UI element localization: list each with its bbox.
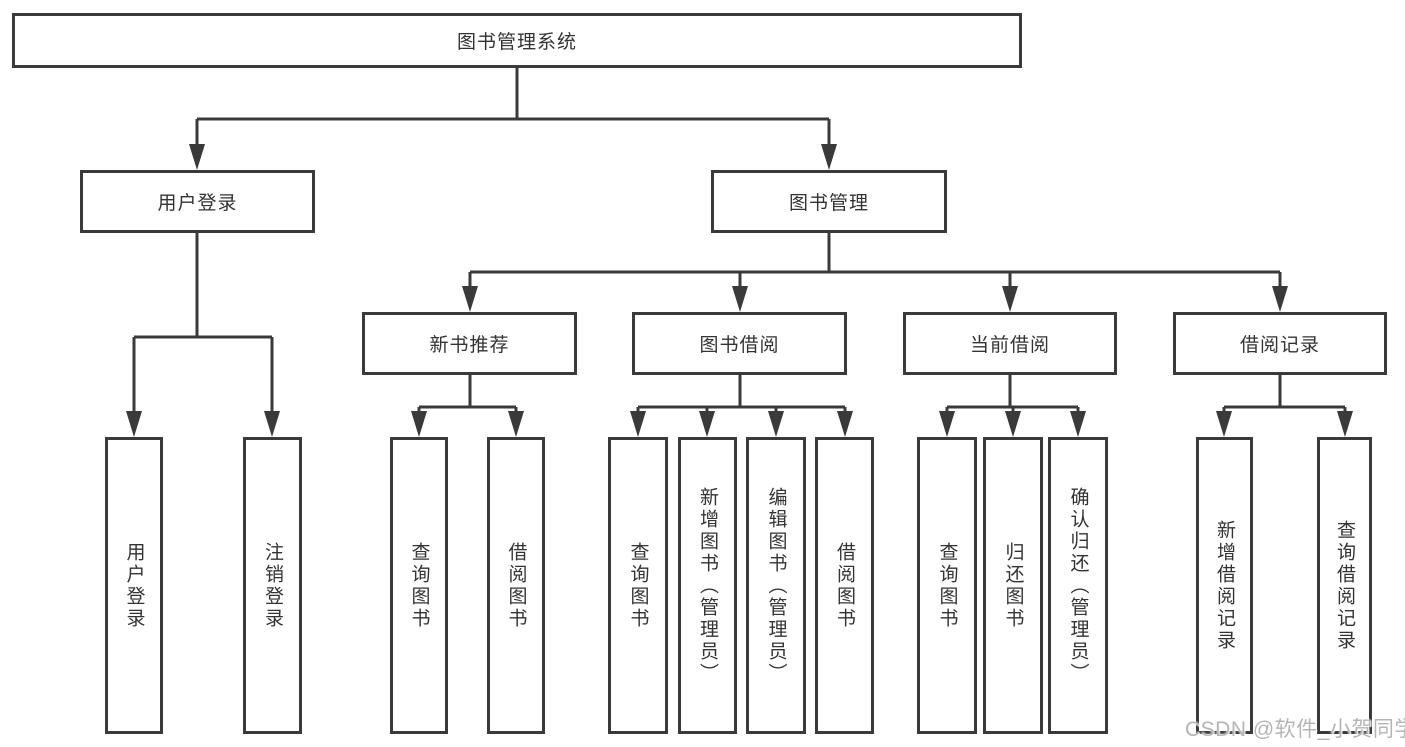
node-borrow-records: 借阅记录 xyxy=(1173,312,1387,375)
arrowhead-icon xyxy=(189,144,205,170)
arrowhead-icon xyxy=(768,411,784,437)
arrowhead-icon xyxy=(699,411,715,437)
leaf-user-login: 用户登录 xyxy=(105,437,163,734)
arrowhead-icon xyxy=(462,286,478,312)
leaf-label: 查询图书 xyxy=(627,541,649,630)
arrowhead-icon xyxy=(508,411,524,437)
arrowhead-icon xyxy=(939,411,955,437)
leaf-query-borrow-record: 查询借阅记录 xyxy=(1317,437,1372,734)
connector-newbook-to-leaves xyxy=(417,375,518,420)
leaf-confirm-return-admin: 确认归还（管理员） xyxy=(1048,437,1108,734)
leaf-label: 用户登录 xyxy=(123,541,145,630)
leaf-borrow-books: 借阅图书 xyxy=(815,437,874,734)
leaf-label: 注销登录 xyxy=(262,541,283,630)
arrowhead-icon xyxy=(821,144,837,170)
arrowhead-icon xyxy=(1002,286,1018,312)
arrowhead-icon xyxy=(630,411,646,437)
arrowhead-icon xyxy=(1337,411,1353,437)
arrowhead-icon xyxy=(732,286,748,312)
arrowhead-icon xyxy=(1272,286,1288,312)
connector-bookborrow-to-leaves xyxy=(636,375,847,420)
connector-bookmgmt-to-level3 xyxy=(468,233,1282,295)
arrowheads xyxy=(126,144,1353,437)
leaf-query-books-current: 查询图书 xyxy=(917,437,977,734)
node-book-management: 图书管理 xyxy=(711,170,947,233)
leaf-label: 确认归还（管理员） xyxy=(1067,486,1089,685)
leaf-borrow-books-recommend: 借阅图书 xyxy=(487,437,545,734)
leaf-label: 归还图书 xyxy=(1002,541,1024,630)
arrowhead-icon xyxy=(837,411,853,437)
leaf-label: 编辑图书（管理员） xyxy=(765,486,787,685)
arrowhead-icon xyxy=(1070,411,1086,437)
leaf-query-books-borrow: 查询图书 xyxy=(608,437,668,734)
leaf-label: 借阅图书 xyxy=(834,541,855,630)
arrowhead-icon xyxy=(1216,411,1232,437)
leaf-add-book-admin: 新增图书（管理员） xyxy=(678,437,737,734)
node-user-login: 用户登录 xyxy=(80,170,315,233)
leaf-label: 查询图书 xyxy=(936,541,958,630)
leaf-label: 查询借阅记录 xyxy=(1334,519,1355,652)
leaf-add-borrow-record: 新增借阅记录 xyxy=(1196,437,1253,734)
node-book-borrow: 图书借阅 xyxy=(632,312,847,375)
arrowhead-icon xyxy=(411,411,427,437)
connector-userlogin-to-leaves xyxy=(132,233,274,420)
leaf-edit-book-admin: 编辑图书（管理员） xyxy=(746,437,806,734)
node-current-borrow: 当前借阅 xyxy=(903,312,1117,375)
node-new-book-recommend: 新书推荐 xyxy=(362,312,577,375)
arrowhead-icon xyxy=(264,411,280,437)
connector-root-to-level2 xyxy=(195,68,831,152)
node-root: 图书管理系统 xyxy=(12,13,1022,68)
leaf-label: 借阅图书 xyxy=(505,541,527,630)
connector-paths xyxy=(132,68,1347,420)
connector-borrowrecords-to-leaves xyxy=(1222,375,1347,420)
csdn-watermark: CSDN @软件_小贺同学 xyxy=(1185,718,1405,741)
arrowhead-icon xyxy=(1005,411,1021,437)
leaf-label: 新增借阅记录 xyxy=(1214,519,1235,652)
leaf-logout: 注销登录 xyxy=(243,437,302,734)
leaf-label: 新增图书（管理员） xyxy=(697,486,718,685)
leaf-query-books-recommend: 查询图书 xyxy=(390,437,448,734)
arrowhead-icon xyxy=(126,411,142,437)
leaf-return-book: 归还图书 xyxy=(983,437,1043,734)
leaf-label: 查询图书 xyxy=(408,541,430,630)
